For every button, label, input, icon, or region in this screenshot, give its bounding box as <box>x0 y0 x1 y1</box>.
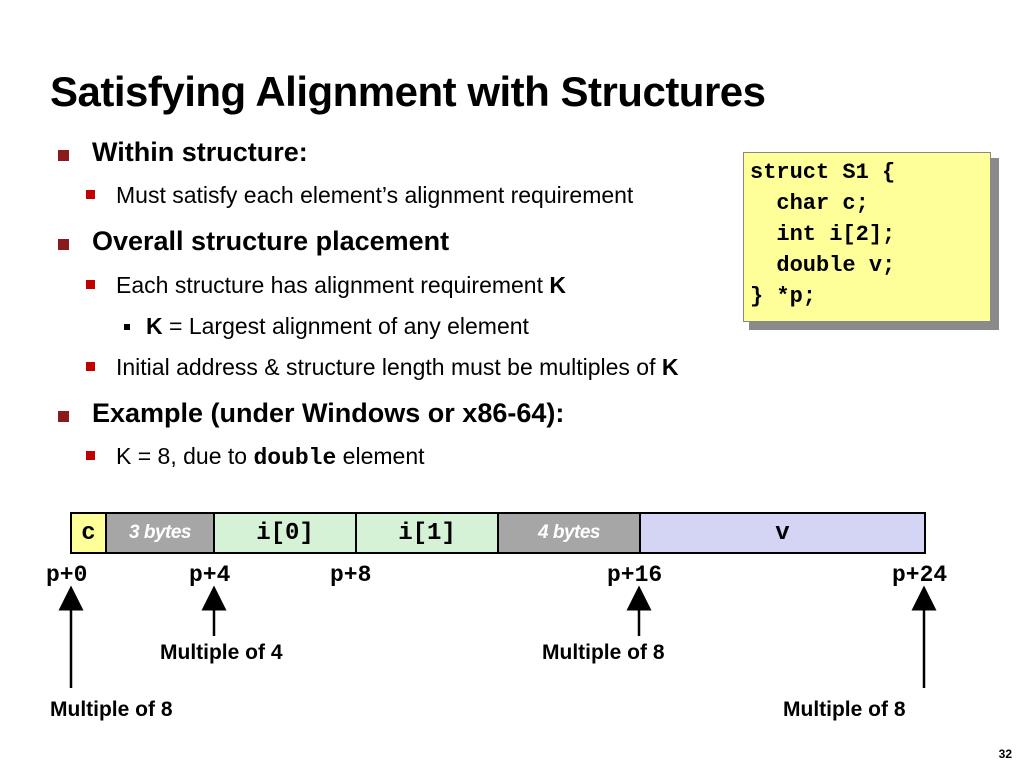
address-p24: p+24 <box>892 562 948 588</box>
address-p16: p+16 <box>607 562 663 588</box>
cell-c: c <box>70 512 107 554</box>
bullet-overall-placement: Overall structure placement <box>92 226 450 256</box>
bullet-each-structure: Each structure has alignment requirement… <box>116 272 566 299</box>
bullet-k-definition-text: = Largest alignment of any element <box>162 313 529 339</box>
annotation-p0-multiple-of-8: Multiple of 8 <box>50 698 173 721</box>
bullet-example: Example (under Windows or x86-64): <box>92 398 565 428</box>
bullet-marker <box>86 280 95 289</box>
slide-title: Satisfying Alignment with Structures <box>50 68 766 115</box>
address-p8: p+8 <box>330 562 372 588</box>
bullet-marker <box>124 324 130 330</box>
code-line: char c; <box>750 191 869 216</box>
code-line: int i[2]; <box>750 222 896 247</box>
code-box: struct S1 { char c; int i[2]; double v;}… <box>743 152 991 322</box>
cell-i1: i[1] <box>355 512 499 554</box>
bullet-each-structure-text: Each structure has alignment requirement <box>116 272 550 298</box>
code-line: double v; <box>750 253 896 278</box>
bullet-marker <box>86 362 95 371</box>
bullet-marker <box>86 190 95 199</box>
bullet-k-equals-text: K = 8, due to <box>116 443 254 469</box>
cell-v: v <box>639 512 926 554</box>
bullet-each-structure-k: K <box>549 272 567 298</box>
annotation-p16-multiple-of-8: Multiple of 8 <box>542 641 665 664</box>
bullet-k-equals: K = 8, due to double element <box>116 443 425 471</box>
annotation-multiple-of-4: Multiple of 4 <box>160 641 283 664</box>
code-line: } *p; <box>750 284 817 309</box>
cell-padding-4-bytes: 4 bytes <box>497 512 641 554</box>
bullet-marker <box>86 451 95 460</box>
bullet-marker <box>58 411 69 422</box>
annotation-p24-multiple-of-8: Multiple of 8 <box>783 698 906 721</box>
bullet-k-equals-code: double <box>253 445 337 471</box>
page-number: 32 <box>998 747 1012 761</box>
bullet-marker <box>58 239 69 250</box>
address-p4: p+4 <box>189 562 231 588</box>
bullet-k-definition: K = Largest alignment of any element <box>146 313 529 340</box>
bullet-k-equals-suffix: element <box>336 443 425 469</box>
bullet-initial-address: Initial address & structure length must … <box>116 354 679 381</box>
cell-padding-3-bytes: 3 bytes <box>105 512 215 554</box>
cell-i0: i[0] <box>213 512 357 554</box>
bullet-initial-address-text: Initial address & structure length must … <box>116 354 662 380</box>
bullet-marker <box>58 150 69 161</box>
bullet-must-satisfy: Must satisfy each element’s alignment re… <box>116 182 634 208</box>
bullet-within-structure: Within structure: <box>92 137 308 167</box>
code-line: struct S1 { <box>750 160 896 185</box>
bullet-initial-address-k: K <box>661 354 679 380</box>
bullet-k-label: K <box>146 313 163 339</box>
address-p0: p+0 <box>46 562 88 588</box>
